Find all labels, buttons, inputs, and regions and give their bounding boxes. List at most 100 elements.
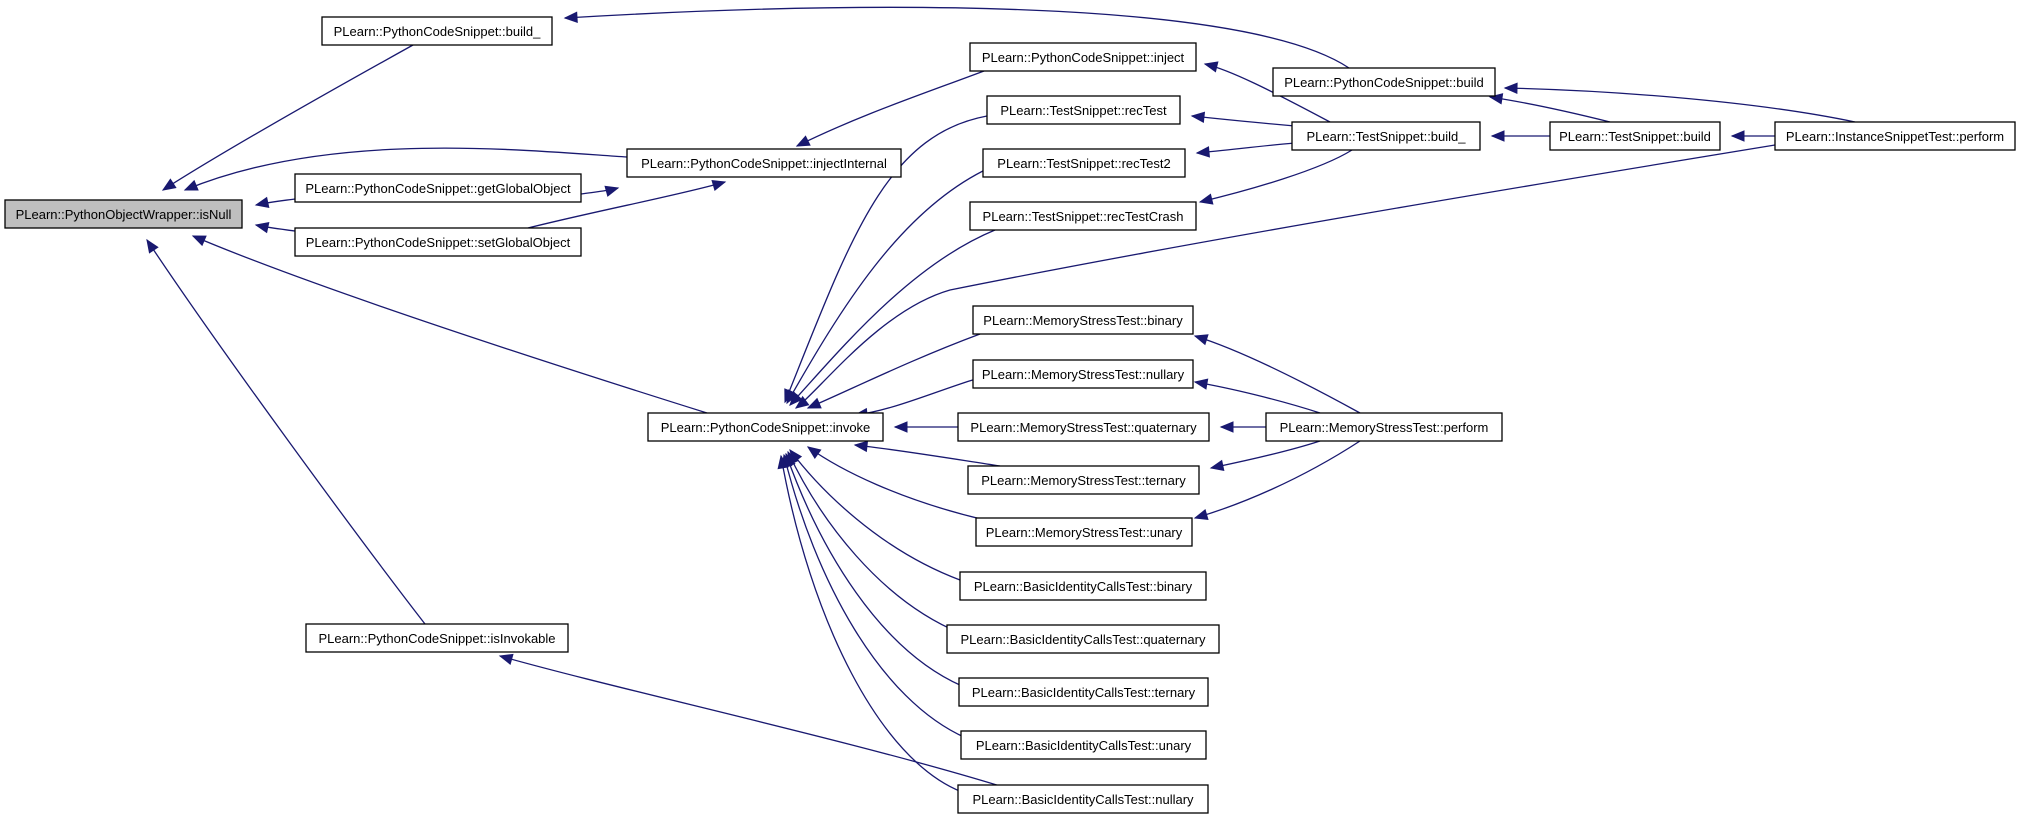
edge-arrowhead [1503, 82, 1518, 95]
node-recTestCrash[interactable]: PLearn::TestSnippet::recTestCrash [969, 201, 1197, 231]
edges-layer [146, 6, 1856, 793]
node-ms_perform[interactable]: PLearn::MemoryStressTest::perform [1265, 412, 1503, 442]
edge-line [1196, 142, 1296, 154]
node-build_pcs[interactable]: PLearn::PythonCodeSnippet::build_ [321, 16, 553, 46]
edge-arrowhead [1193, 509, 1209, 521]
edge-pcs_build-to-build_pcs [563, 6, 1350, 69]
nodes-layer: PLearn::PythonObjectWrapper::isNullPLear… [4, 16, 2016, 814]
node-injectInternal[interactable]: PLearn::PythonCodeSnippet::injectInterna… [626, 148, 902, 178]
node-ist_perform[interactable]: PLearn::InstanceSnippetTest::perform [1774, 121, 2016, 151]
edge-ist_perform-to-pcs_build [1503, 82, 1856, 123]
node-label: PLearn::TestSnippet::recTestCrash [983, 209, 1184, 224]
edge-build_pcs-to-isNull [161, 44, 414, 191]
node-box [1265, 412, 1503, 442]
node-ms_quaternary[interactable]: PLearn::MemoryStressTest::quaternary [957, 412, 1210, 442]
edge-line [780, 455, 963, 793]
edge-arrowhead [563, 11, 578, 23]
node-recTest2[interactable]: PLearn::TestSnippet::recTest2 [982, 148, 1186, 178]
edge-ms_binary-to-invoke [806, 333, 981, 409]
node-label: PLearn::PythonCodeSnippet::injectInterna… [641, 156, 887, 171]
edge-line [789, 229, 996, 406]
edge-arrowhead [795, 135, 811, 147]
node-box [321, 16, 553, 46]
node-label: PLearn::PythonObjectWrapper::isNull [16, 207, 232, 222]
node-ms_binary[interactable]: PLearn::MemoryStressTest::binary [972, 305, 1194, 335]
node-label: PLearn::BasicIdentityCallsTest::unary [976, 738, 1192, 753]
node-box [626, 148, 902, 178]
edge-arrowhead [789, 391, 803, 406]
node-ms_unary[interactable]: PLearn::MemoryStressTest::unary [975, 517, 1193, 547]
edge-isInvokable-to-isNull [146, 238, 426, 625]
edge-line [1210, 440, 1321, 469]
node-label: PLearn::MemoryStressTest::nullary [982, 367, 1185, 382]
edge-ms_quaternary-to-invoke [893, 421, 958, 433]
node-box [972, 305, 1194, 335]
node-box [294, 227, 582, 257]
edge-arrowhead [191, 235, 207, 247]
edge-ms_unary-to-invoke [806, 446, 986, 521]
node-pcs_build[interactable]: PLearn::PythonCodeSnippet::build [1272, 67, 1496, 97]
node-box [1291, 121, 1481, 151]
edge-invoke-to-isNull [191, 235, 708, 414]
node-box [958, 677, 1209, 707]
node-box [1774, 121, 2016, 151]
edge-line [184, 147, 628, 191]
edge-arrowhead [1190, 111, 1206, 124]
edge-arrowhead [1195, 146, 1210, 158]
edge-ist_perform-to-ts_build [1730, 130, 1775, 142]
edge-arrowhead [146, 238, 159, 254]
edge-ms_perform-to-ms_unary [1193, 440, 1361, 521]
edge-setGlobalObject-to-injectInternal [527, 179, 727, 229]
node-label: PLearn::MemoryStressTest::quaternary [970, 420, 1197, 435]
node-bi_ternary[interactable]: PLearn::BasicIdentityCallsTest::ternary [958, 677, 1209, 707]
node-box [986, 95, 1181, 125]
node-ts_build[interactable]: PLearn::TestSnippet::build [1549, 121, 1721, 151]
edge-line [564, 6, 1350, 69]
node-ms_ternary[interactable]: PLearn::MemoryStressTest::ternary [967, 465, 1200, 495]
edge-arrowhead [1193, 334, 1209, 346]
node-isNull[interactable]: PLearn::PythonObjectWrapper::isNull [4, 199, 243, 229]
node-ts_build_[interactable]: PLearn::TestSnippet::build_ [1291, 121, 1481, 151]
node-box [959, 571, 1207, 601]
edge-line [787, 451, 961, 634]
edge-ms_perform-to-ms_nullary [1193, 378, 1321, 414]
edge-line [162, 44, 414, 191]
edge-line [1191, 115, 1296, 127]
node-getGlobalObject[interactable]: PLearn::PythonCodeSnippet::getGlobalObje… [294, 173, 582, 203]
edge-arrowhead [1209, 459, 1225, 472]
node-label: PLearn::BasicIdentityCallsTest::nullary [972, 792, 1194, 807]
node-box [1272, 67, 1496, 97]
edge-arrowhead [1219, 421, 1234, 433]
node-bi_nullary[interactable]: PLearn::BasicIdentityCallsTest::nullary [957, 784, 1209, 814]
node-box [1549, 121, 1721, 151]
node-bi_binary[interactable]: PLearn::BasicIdentityCallsTest::binary [959, 571, 1207, 601]
edge-injectInternal-to-isNull [183, 147, 628, 191]
edge-getGlobalObject-to-isNull [254, 196, 296, 209]
edge-line [499, 655, 1001, 787]
node-setGlobalObject[interactable]: PLearn::PythonCodeSnippet::setGlobalObje… [294, 227, 582, 257]
edge-line [786, 167, 990, 404]
node-ms_nullary[interactable]: PLearn::MemoryStressTest::nullary [972, 359, 1194, 389]
edge-bi_nullary-to-invoke [777, 454, 963, 793]
edge-ts_build_-to-recTestCrash [1198, 149, 1353, 205]
edge-ts_build-to-pcs_build [1488, 93, 1611, 123]
node-bi_unary[interactable]: PLearn::BasicIdentityCallsTest::unary [960, 730, 1207, 760]
node-recTest[interactable]: PLearn::TestSnippet::recTest [986, 95, 1181, 125]
edge-inject-to-injectInternal [795, 70, 985, 147]
node-inject[interactable]: PLearn::PythonCodeSnippet::inject [969, 42, 1197, 72]
edge-ms_ternary-to-invoke [853, 440, 1001, 467]
edge-ts_build_-to-inject [1203, 61, 1331, 123]
node-isInvokable[interactable]: PLearn::PythonCodeSnippet::isInvokable [305, 623, 569, 653]
edge-arrowhead [806, 397, 822, 409]
node-bi_quaternary[interactable]: PLearn::BasicIdentityCallsTest::quaterna… [946, 624, 1220, 654]
node-invoke[interactable]: PLearn::PythonCodeSnippet::invoke [647, 412, 884, 442]
edge-arrowhead [1490, 130, 1505, 142]
edge-line [854, 444, 1001, 467]
node-label: PLearn::TestSnippet::recTest2 [997, 156, 1170, 171]
edge-arrowhead [161, 178, 177, 191]
edge-ts_build_-to-recTest [1190, 111, 1296, 127]
edge-arrowhead [893, 421, 908, 433]
edge-line [1194, 381, 1321, 414]
edge-arrowhead [1203, 61, 1219, 73]
